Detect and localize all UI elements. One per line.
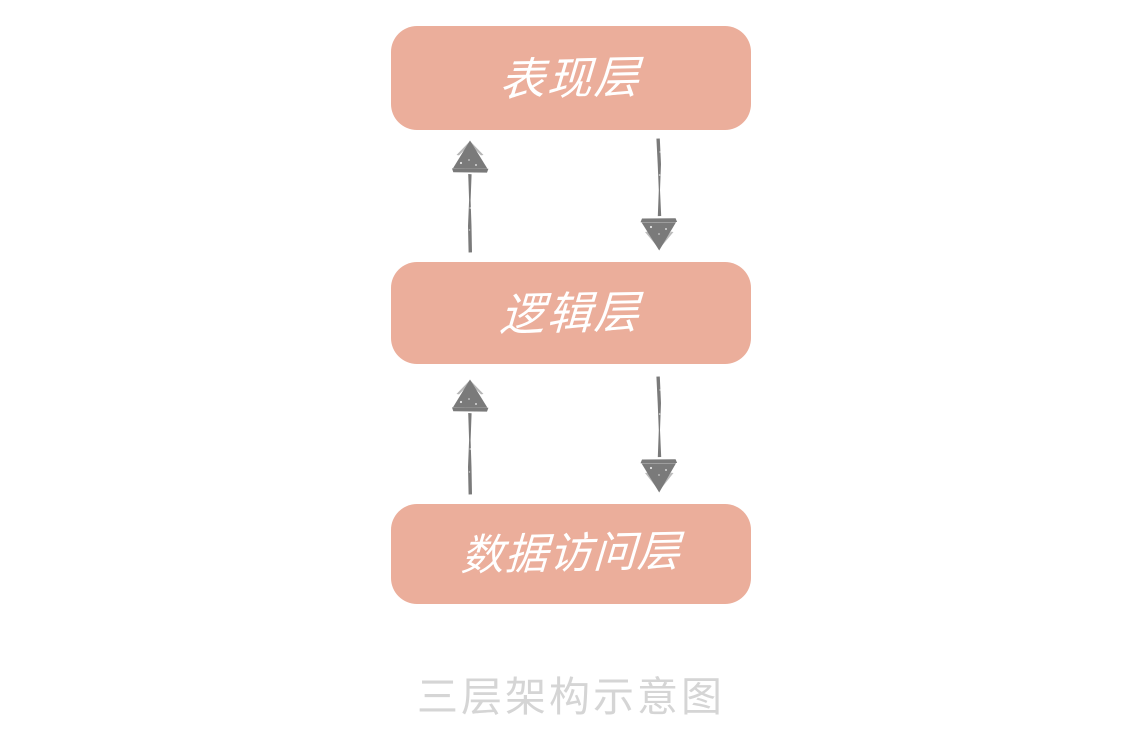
arrow-up-icon <box>452 379 489 495</box>
layer-label-logic: 逻辑层 <box>499 285 643 341</box>
layer-box-data-access[interactable]: 数据访问层 <box>391 504 751 604</box>
layer-label-data-access: 数据访问层 <box>459 526 683 581</box>
arrow-up-icon <box>452 140 489 253</box>
diagram-caption: 三层架构示意图 <box>417 673 725 721</box>
connector-presentation-logic <box>391 130 751 262</box>
arrow-down-icon <box>640 376 678 493</box>
layer-box-logic[interactable]: 逻辑层 <box>391 262 751 364</box>
connector-logic-data-access <box>391 364 751 504</box>
arrow-down-icon <box>640 138 678 251</box>
connector-arrows-svg <box>452 138 678 253</box>
connector-arrows-svg <box>452 376 678 495</box>
layer-box-presentation[interactable]: 表现层 <box>391 26 751 130</box>
layer-label-presentation: 表现层 <box>499 50 643 106</box>
